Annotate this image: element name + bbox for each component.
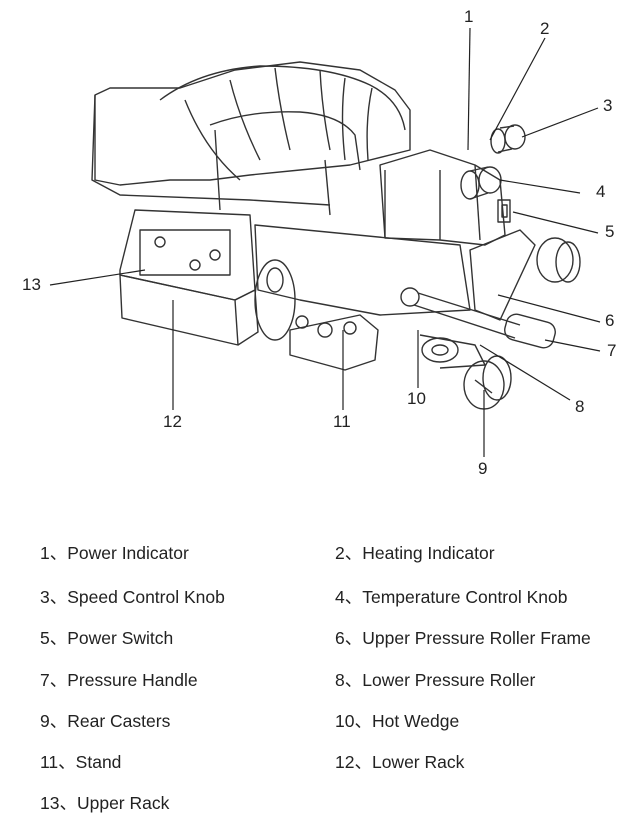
callout-6: 6 [605,311,614,330]
stand-shape [289,314,379,371]
rear-caster-shape [463,355,512,410]
callout-1: 1 [464,7,473,26]
legend-item-4: 4、Temperature Control Knob [335,587,568,607]
callout-4: 4 [596,182,605,201]
legend-item-2: 2、Heating Indicator [335,543,495,563]
legend-item-5: 5、Power Switch [40,628,174,648]
legend-item-7: 7、Pressure Handle [40,670,198,690]
upper-roller-frame-shape [469,229,581,321]
callout-10: 10 [407,389,426,408]
callout-13: 13 [22,275,41,294]
leader-lines [49,27,601,457]
callout-12: 12 [163,412,182,431]
legend-item-13: 13、Upper Rack [40,793,170,813]
callout-2: 2 [540,19,549,38]
power-switch-shape [497,199,511,223]
legend-item-3: 3、Speed Control Knob [40,587,225,607]
legend-item-9: 9、Rear Casters [40,711,171,731]
callout-8: 8 [575,397,584,416]
welder-diagram: 1 2 3 4 5 6 7 8 9 10 11 12 13 [22,7,616,478]
lower-roller-shape [419,334,486,369]
callout-5: 5 [605,222,614,241]
legend-item-1: 1、Power Indicator [40,543,189,563]
chassis-shape [254,224,471,341]
callout-9: 9 [478,459,487,478]
pressure-handle-shape [400,287,556,349]
callout-7: 7 [607,341,616,360]
legend-item-11: 11、Stand [40,752,122,772]
legend-item-12: 12、Lower Rack [335,752,465,772]
upper-rack-shape [119,209,256,301]
legend-item-10: 10、Hot Wedge [335,711,460,731]
speed-knob [490,124,526,154]
handle-shape [91,61,411,216]
control-box [379,149,506,246]
temperature-knob [460,166,502,200]
callout-3: 3 [603,96,612,115]
lower-rack-shape [119,274,259,346]
legend-item-6: 6、Upper Pressure Roller Frame [335,628,591,648]
callout-11: 11 [333,412,351,431]
legend-item-8: 8、Lower Pressure Roller [335,670,536,690]
